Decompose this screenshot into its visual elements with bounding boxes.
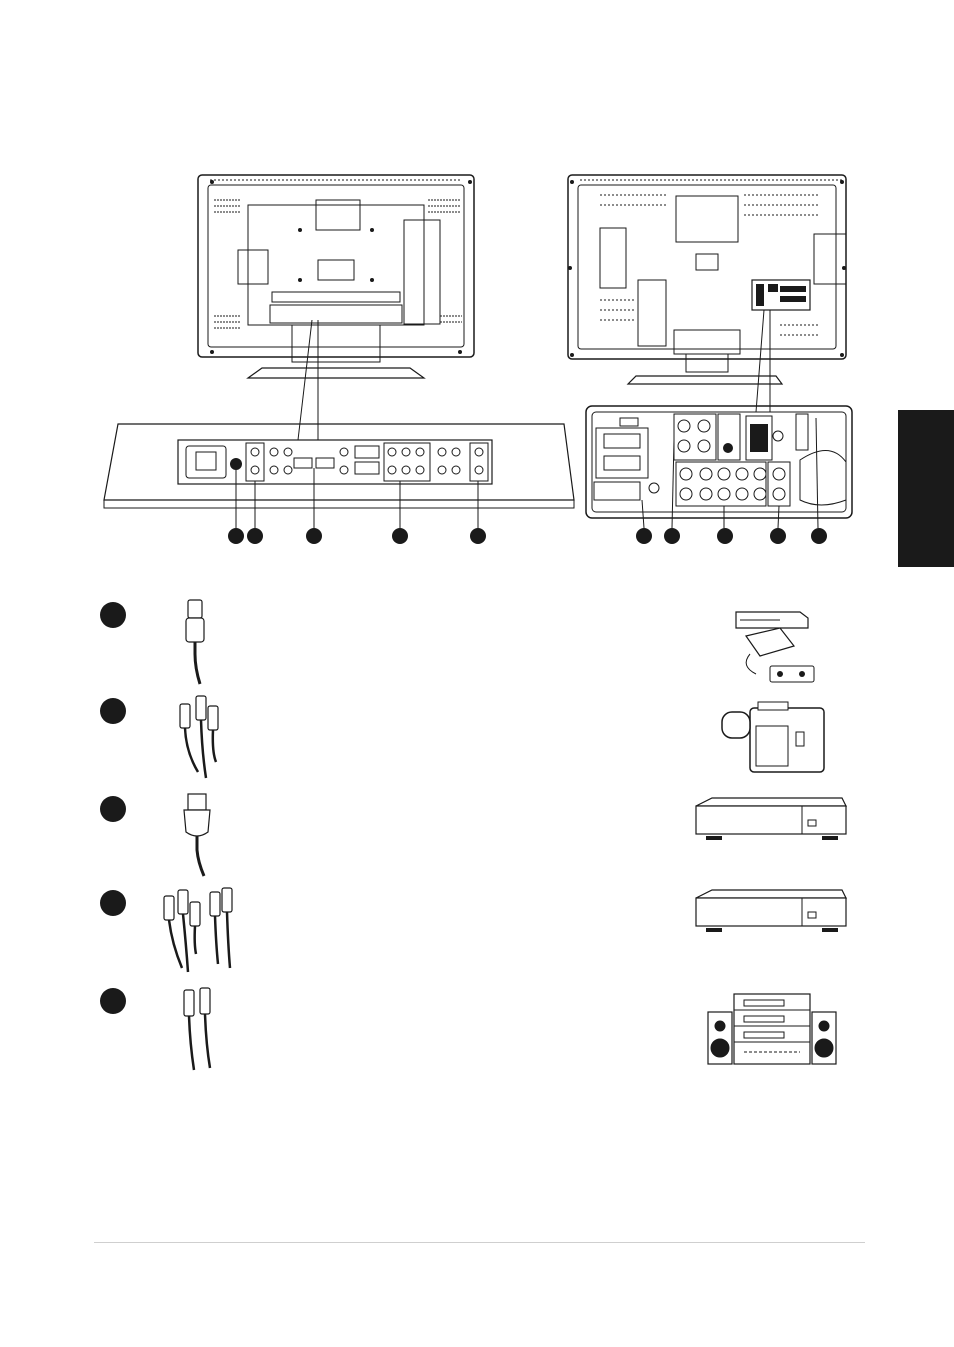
callout-marker: [664, 528, 680, 544]
connection-marker: [100, 890, 126, 916]
connection-marker: [100, 988, 126, 1014]
dvd-player-icon: [692, 888, 852, 938]
set-top-box-icon: [692, 796, 852, 846]
camcorder-icon: [720, 698, 830, 778]
component-cable-icon: [158, 884, 248, 974]
game-console-dvd-icon: [730, 606, 820, 686]
s-video-cable-icon: [176, 598, 236, 688]
connection-marker: [100, 796, 126, 822]
callout-marker: [636, 528, 652, 544]
hdmi-cable-icon: [176, 790, 236, 880]
callout-marker: [717, 528, 733, 544]
callout-marker: [811, 528, 827, 544]
audio-rca-cable-icon: [176, 984, 236, 1074]
hifi-system-icon: [704, 990, 844, 1070]
connection-marker: [100, 602, 126, 628]
av-composite-cable-icon: [172, 692, 242, 782]
callout-marker: [770, 528, 786, 544]
footer-divider: [94, 1242, 865, 1243]
connection-marker: [100, 698, 126, 724]
